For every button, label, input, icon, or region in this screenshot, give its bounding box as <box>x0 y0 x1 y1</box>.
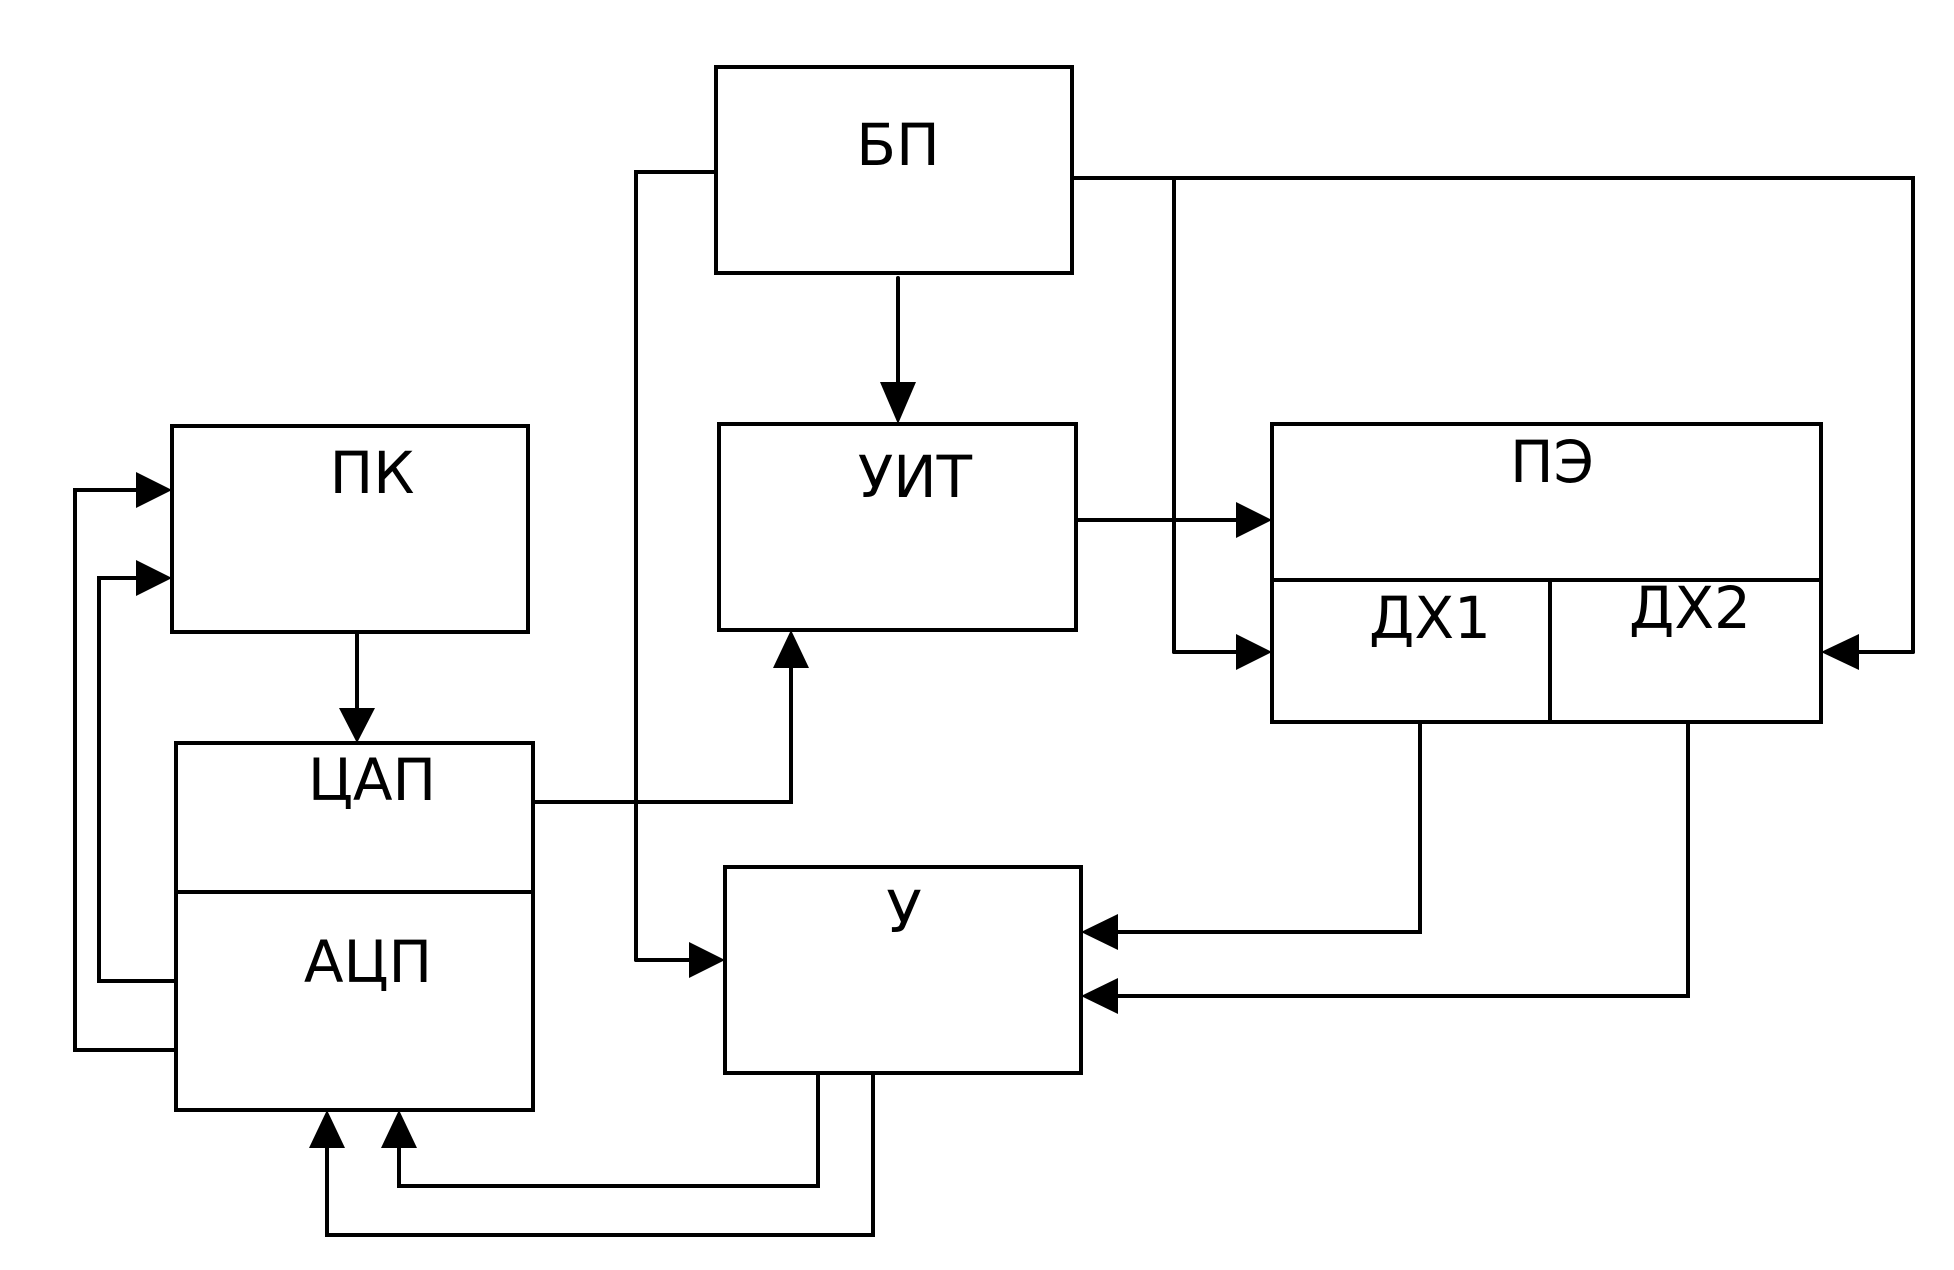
wire-cap-to-uit <box>531 666 793 804</box>
wire-acp-to-pk-outer <box>73 488 178 1052</box>
label-u: У <box>886 878 921 946</box>
arrowhead-u-to-acp-inner <box>381 1110 417 1148</box>
label-pk: ПК <box>330 439 415 507</box>
connections <box>73 170 1915 1237</box>
wire-u-to-acp-outer <box>325 1071 875 1237</box>
arrowhead-u-to-acp-outer <box>309 1110 345 1148</box>
wire-bp-bus <box>1070 176 1915 654</box>
arrowhead-to-pk-upper <box>136 472 172 508</box>
wire-u-to-acp-inner <box>397 1071 820 1188</box>
arrowhead-bp-into-u <box>689 942 725 978</box>
block-uit: УИТ <box>717 422 1078 632</box>
arrowhead-uit-to-pe <box>1236 502 1272 538</box>
label-acp: АЦП <box>304 928 432 996</box>
arrowheads <box>136 382 1859 1148</box>
wire-dx2-to-u <box>1116 720 1690 998</box>
label-pe: ПЭ <box>1510 428 1594 496</box>
label-uit: УИТ <box>858 443 973 511</box>
arrowhead-bp-to-uit <box>880 382 916 424</box>
arrowhead-pk-to-cap <box>339 708 375 743</box>
arrowhead-to-dx1 <box>1236 634 1272 670</box>
block-bp: БП <box>714 65 1074 275</box>
label-dx1: ДХ1 <box>1369 584 1491 652</box>
block-pe: ПЭ ДХ1 ДХ2 <box>1270 422 1823 724</box>
arrowhead-to-pk-lower <box>136 560 172 596</box>
wire-dx1-to-u <box>1116 720 1422 934</box>
label-cap: ЦАП <box>308 746 436 814</box>
arrowhead-dx2-to-u <box>1081 978 1118 1014</box>
arrowhead-dx1-to-u <box>1081 914 1118 950</box>
block-cap-acp: ЦАП АЦП <box>174 741 535 1112</box>
arrowhead-cap-to-uit <box>773 630 809 668</box>
wire-bp-to-u <box>634 170 718 962</box>
wire-acp-to-pk-inner <box>97 576 178 983</box>
block-pk: ПК <box>170 424 530 634</box>
label-dx2: ДХ2 <box>1629 574 1751 642</box>
label-bp: БП <box>856 111 939 179</box>
block-u: У <box>723 865 1083 1075</box>
arrowhead-to-dx2 <box>1821 634 1859 670</box>
